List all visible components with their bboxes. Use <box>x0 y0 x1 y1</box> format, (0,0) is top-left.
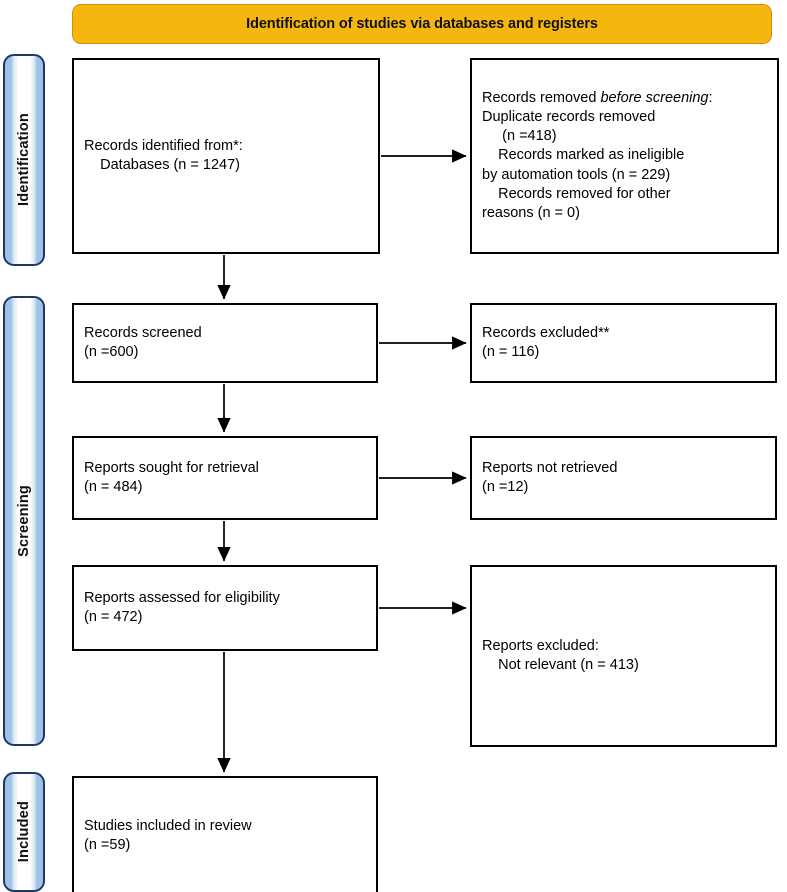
stage-label-screening-text: Screening <box>16 485 32 557</box>
box-reports-excluded-text: Reports excluded: Not relevant (n = 413) <box>482 637 639 673</box>
box-records-identified: Records identified from*: Databases (n =… <box>72 58 380 254</box>
box-records-identified-text: Records identified from*: Databases (n =… <box>84 137 243 173</box>
box-studies-included-in-review: Studies included in review (n =59) <box>72 776 378 892</box>
banner-title: Identification of studies via databases … <box>246 16 598 32</box>
box-reports-assessed-for-eligibility: Reports assessed for eligibility (n = 47… <box>72 565 378 651</box>
box-records-removed-heading-italic: before screening <box>600 89 709 106</box>
banner-identification: Identification of studies via databases … <box>72 4 772 44</box>
box-reports-sought-for-retrieval: Reports sought for retrieval (n = 484) <box>72 436 378 520</box>
box-reports-not-retrieved-text: Reports not retrieved (n =12) <box>482 459 618 495</box>
stage-label-screening: Screening <box>3 296 45 746</box>
box-reports-sought-text: Reports sought for retrieval (n = 484) <box>84 459 259 495</box>
box-records-removed-items: Duplicate records removed (n =418) Recor… <box>482 108 685 222</box>
box-records-removed-heading-prefix: Records removed <box>482 89 601 106</box>
box-reports-not-retrieved: Reports not retrieved (n =12) <box>470 436 777 520</box>
box-records-removed-heading-suffix: : <box>708 89 713 106</box>
box-records-removed-text: Records removed before screening: Duplic… <box>482 89 767 224</box>
box-records-excluded-text: Records excluded** (n = 116) <box>482 324 610 360</box>
stage-label-identification: Identification <box>3 54 45 266</box>
box-records-screened: Records screened (n =600) <box>72 303 378 383</box>
stage-label-identification-text: Identification <box>16 113 32 207</box>
box-studies-included-text: Studies included in review (n =59) <box>84 817 252 853</box>
box-reports-assessed-text: Reports assessed for eligibility (n = 47… <box>84 589 280 625</box>
stage-label-included: Included <box>3 772 45 892</box>
box-records-excluded: Records excluded** (n = 116) <box>470 303 777 383</box>
box-reports-excluded: Reports excluded: Not relevant (n = 413) <box>470 565 777 747</box>
box-records-removed-before-screening: Records removed before screening: Duplic… <box>470 58 779 254</box>
stage-label-included-text: Included <box>16 801 32 863</box>
box-records-screened-text: Records screened (n =600) <box>84 324 202 360</box>
